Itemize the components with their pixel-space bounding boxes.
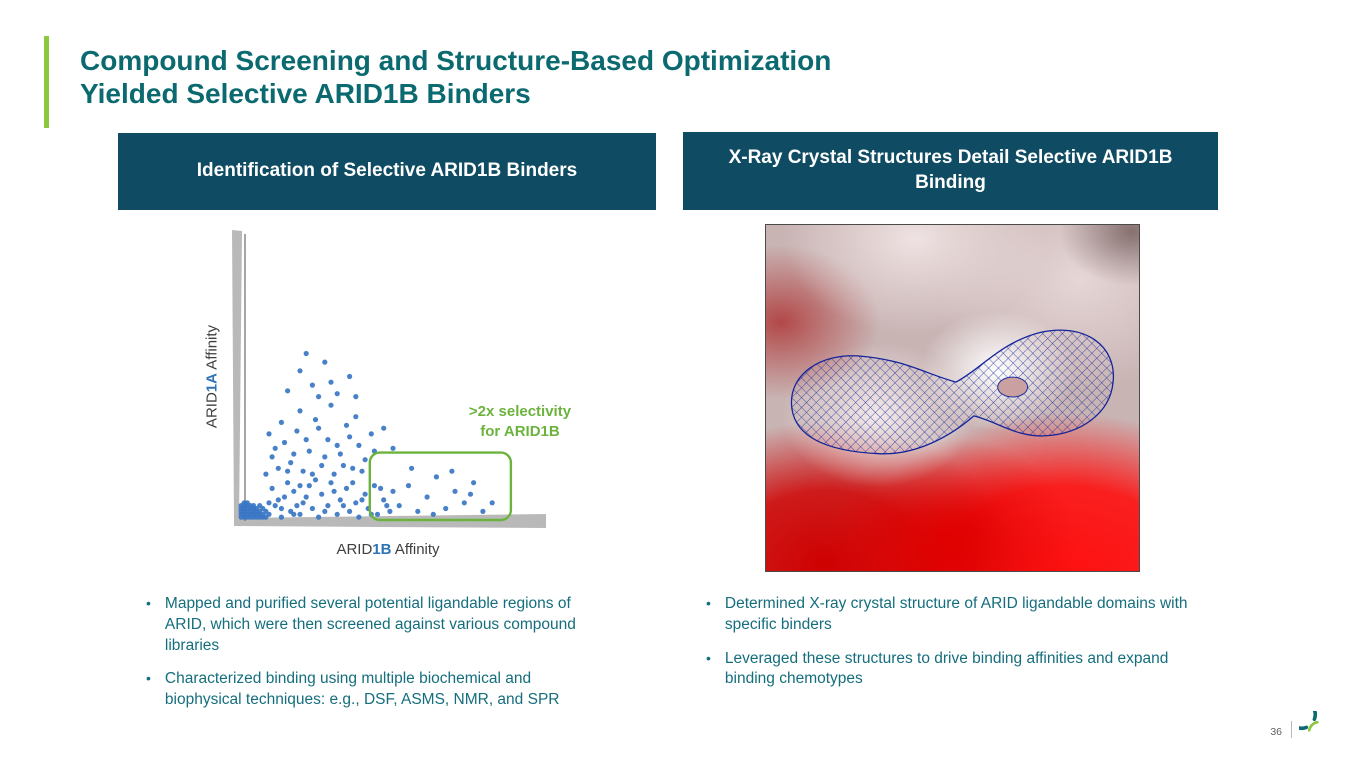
selectivity-box [368, 451, 513, 522]
mesh-hole [997, 376, 1029, 398]
slide-title: Compound Screening and Structure-Based O… [80, 44, 831, 110]
list-item: Leveraged these structures to drive bind… [706, 649, 1202, 691]
slide-title-line2: Yielded Selective ARID1B Binders [80, 78, 531, 110]
title-accent-bar [44, 36, 49, 128]
selectivity-annotation-line2: for ARID1B [480, 422, 560, 440]
y-axis-label: ARID1A Affinity [204, 295, 221, 459]
page-number: 36 [1270, 726, 1282, 738]
y-axis-bar [232, 230, 242, 524]
scatter-plot-canvas [232, 230, 546, 528]
x-axis-label: ARID1B Affinity [288, 541, 488, 558]
list-item: Mapped and purified several potential li… [146, 594, 612, 656]
bullet-text: Mapped and purified several potential li… [164, 595, 576, 654]
right-bullet-list: Determined X-ray crystal structure of AR… [706, 594, 1202, 703]
mesh-blob [790, 329, 1114, 455]
electron-density-mesh [790, 329, 1114, 455]
scatter-points [238, 350, 495, 520]
scatter-chart [190, 218, 610, 548]
selectivity-annotation-line1: >2x selectivity [468, 403, 572, 420]
right-panel-header: X-Ray Crystal Structures Detail Selectiv… [683, 132, 1218, 210]
list-item: Characterized binding using multiple bio… [146, 669, 612, 711]
slide-title-line1: Compound Screening and Structure-Based O… [80, 45, 832, 76]
crystal-structure-image [765, 224, 1140, 572]
x-axis-label-highlight: 1B [372, 541, 392, 558]
left-bullet-list: Mapped and purified several potential li… [146, 594, 612, 724]
list-item: Determined X-ray crystal structure of AR… [706, 594, 1202, 636]
footer-divider [1291, 721, 1292, 738]
bullet-text: Leveraged these structures to drive bind… [724, 649, 1169, 688]
y-axis-label-highlight: 1A [203, 373, 221, 393]
y-axis-label-suffix: Affinity [203, 324, 221, 374]
x-axis-label-prefix: ARID [336, 541, 373, 558]
bullet-text: Determined X-ray crystal structure of AR… [724, 595, 1188, 633]
bullet-text: Characterized binding using multiple bio… [164, 670, 560, 709]
company-logo-icon [1299, 711, 1319, 732]
x-axis-label-suffix: Affinity [391, 541, 440, 558]
left-panel-header: Identification of Selective ARID1B Binde… [118, 133, 656, 210]
selectivity-annotation: >2x selectivity for ARID1B [444, 402, 596, 442]
y-axis-label-prefix: ARID [203, 392, 221, 429]
